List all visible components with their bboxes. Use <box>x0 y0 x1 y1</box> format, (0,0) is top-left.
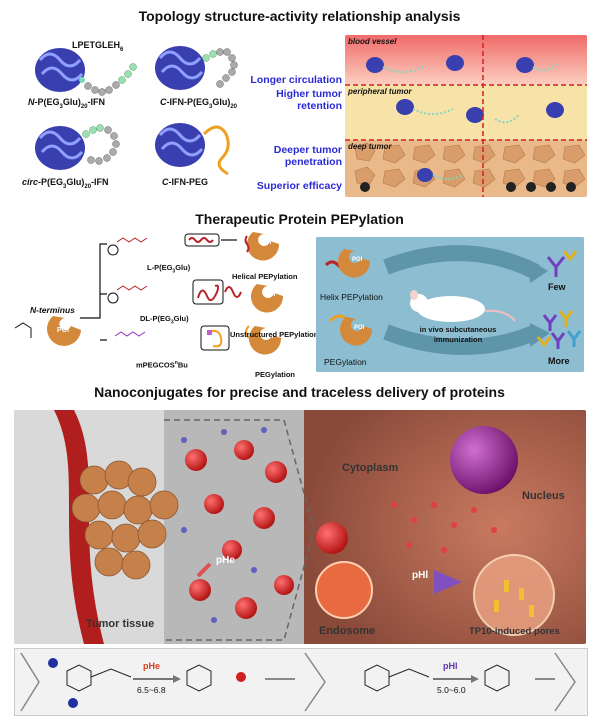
reaction2-ph: pHl <box>443 661 458 671</box>
poi-start-icon: POI <box>47 316 81 346</box>
poi-unstructured-product-icon: POI <box>251 284 284 313</box>
antibodies-more-icon <box>536 310 582 349</box>
construct-c-protein-icon <box>155 46 238 90</box>
nucleus-shape <box>450 426 518 494</box>
protein-conjugates <box>366 55 564 182</box>
svg-text:POI: POI <box>57 327 69 334</box>
skull-icons <box>360 182 576 192</box>
pores-label: TP10-induced pores <box>469 626 560 637</box>
cytoplasm-label: Cytoplasm <box>342 462 399 474</box>
poi-pegylation-product-icon: POI <box>245 325 282 355</box>
nucleus-label: Nucleus <box>522 490 565 502</box>
zone-peripheral-tumor: peripheral tumor <box>348 87 412 96</box>
endosome-label: Endosome <box>319 625 376 637</box>
helix-pepylation-label: Helix PEPylation <box>320 292 383 302</box>
tumor-zones-illustration <box>345 35 587 197</box>
few-label: Few <box>548 282 566 292</box>
reaction-chemistry <box>20 652 576 712</box>
tag-label: LPETGLEH6 <box>72 40 124 53</box>
svg-text:POI: POI <box>265 292 276 298</box>
reaction2-range: 5.0~6.0 <box>437 685 466 695</box>
n-terminus-label: N-terminus <box>30 305 75 315</box>
construct-label-2: C-IFN-P(EG3Glu)20 <box>160 97 238 110</box>
endosome-shape <box>315 561 373 619</box>
peg-poi-icon: POI <box>328 314 373 346</box>
more-label: More <box>548 356 570 366</box>
svg-text:POI: POI <box>354 325 365 331</box>
svg-text:POI: POI <box>261 240 272 246</box>
construct-n-protein-icon <box>35 48 137 96</box>
tumor-penetration-panel: blood vessel peripheral tumor deep tumor <box>345 35 587 197</box>
svg-text:POI: POI <box>263 334 274 340</box>
nanoparticles <box>185 440 348 619</box>
reaction1-range: 6.5~6.8 <box>137 685 166 695</box>
construct-label-4: C-IFN-PEG <box>162 177 208 187</box>
polymer-label-2: DL-P(EG3Glu) <box>140 314 189 326</box>
section3-title: Nanoconjugates for precise and traceless… <box>94 384 505 400</box>
section1-title: Topology structure-activity relationship… <box>138 8 461 24</box>
antibodies-few-icon <box>546 250 578 277</box>
pores-vesicle-shape <box>473 554 555 636</box>
property-superior-efficacy: Superior efficacy <box>256 180 342 192</box>
mouse-icon <box>410 290 516 322</box>
construct-circ-protein-icon <box>35 124 120 170</box>
svg-text:POI: POI <box>352 257 363 263</box>
phe-arrow <box>196 562 212 578</box>
phl-label: pHl <box>412 570 429 581</box>
phe-label: pHe <box>216 555 235 566</box>
nanoconjugate-illustration <box>14 410 586 644</box>
reaction1-ph: pHe <box>143 661 161 671</box>
small-charges <box>181 427 267 623</box>
helix-poi-icon: POI <box>324 249 371 278</box>
pore-markers <box>494 580 534 617</box>
phl-arrow <box>434 570 462 594</box>
immunization-panel: POI POI Helix PEPylation PEGylation Few … <box>316 237 584 372</box>
blood-vessel-shape <box>54 410 104 644</box>
product-helical-label: Helical PEPylation <box>232 272 298 281</box>
polymer-label-3: mPEGCOSnBu <box>136 360 188 370</box>
topology-constructs-diagram <box>35 46 238 176</box>
property-tumor-penetration: Deeper tumor penetration <box>273 144 342 168</box>
reaction-strip: pHe 6.5~6.8 pHl 5.0~6.0 <box>14 648 588 716</box>
pepylation-scheme: POI POI POI POI <box>14 232 284 355</box>
construct-label-3: circ-P(EG3Glu)20-IFN <box>22 177 109 190</box>
section2-title: Therapeutic Protein PEPylation <box>195 211 404 227</box>
nanoconjugate-panel: Tumor tissue Cytoplasm Nucleus Endosome … <box>14 410 586 644</box>
product-pegylation-label: PEGylation <box>255 370 296 379</box>
construct-label-1: N-P(EG3Glu)20-IFN <box>28 97 106 110</box>
tumor-tissue-cells <box>71 460 179 580</box>
immunization-label: in vivo subcutaneous immunization <box>419 325 497 344</box>
poi-helical-product-icon: POI <box>244 232 280 261</box>
property-longer-circulation: Longer circulation <box>250 74 342 86</box>
zone-deep-tumor: deep tumor <box>348 142 392 151</box>
pegylation-label: PEGylation <box>324 357 367 367</box>
zone-blood-vessel: blood vessel <box>348 37 397 46</box>
property-tumor-retention: Higher tumor retention <box>276 88 342 112</box>
product-unstructured-label: Unstructured PEPylation <box>230 330 319 339</box>
tumor-tissue-label: Tumor tissue <box>86 618 155 630</box>
immunization-illustration: POI POI <box>316 237 584 372</box>
polymer-label-1: L-P(EG3Glu) <box>147 263 191 275</box>
construct-peg-protein-icon <box>155 123 230 176</box>
tumor-cells <box>354 142 586 188</box>
